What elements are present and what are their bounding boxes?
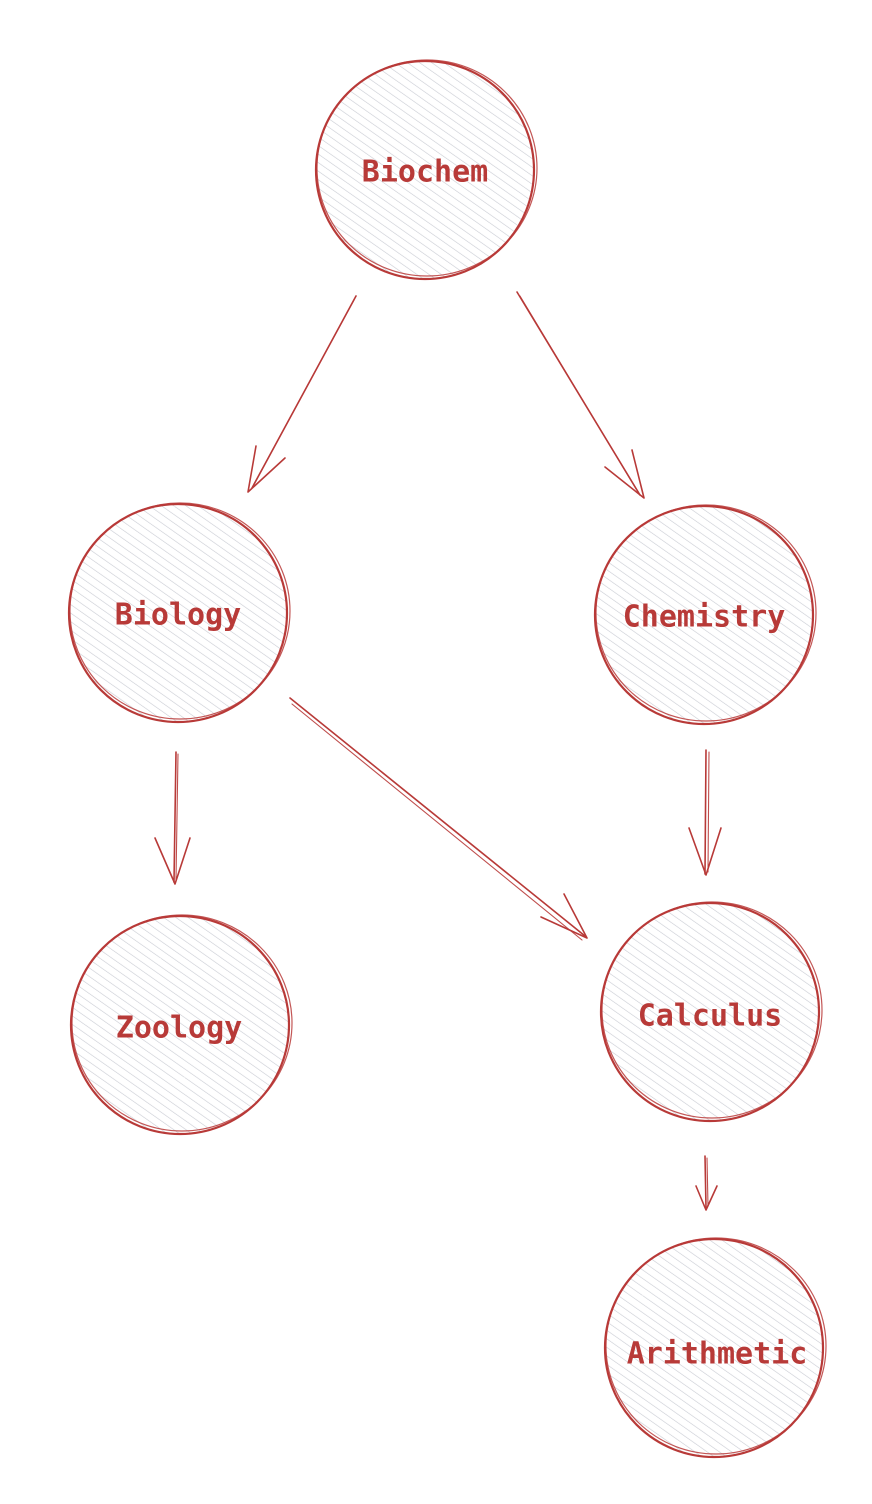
edge-biochem-chemistry (516, 291, 645, 499)
node-zoology[interactable]: Zoology (69, 914, 293, 1136)
node-calculus[interactable]: Calculus (599, 901, 823, 1123)
node-label: Calculus (638, 999, 783, 1034)
edge-biochem-biology (247, 295, 357, 493)
edge-biology-zoology (154, 751, 191, 885)
node-chemistry[interactable]: Chemistry (593, 504, 817, 726)
node-label: Arithmetic (627, 1337, 808, 1372)
edge-chemistry-calculus (688, 749, 722, 876)
node-label: Biochem (362, 155, 488, 190)
node-label: Zoology (116, 1011, 242, 1046)
node-biology[interactable]: Biology (67, 502, 291, 724)
edge-biology-calculus (289, 697, 588, 941)
node-label: Chemistry (623, 600, 786, 635)
node-label: Biology (115, 598, 241, 633)
edge-calculus-arithmetic (695, 1155, 718, 1211)
node-arithmetic[interactable]: Arithmetic (603, 1237, 827, 1459)
node-biochem[interactable]: Biochem (314, 59, 538, 281)
